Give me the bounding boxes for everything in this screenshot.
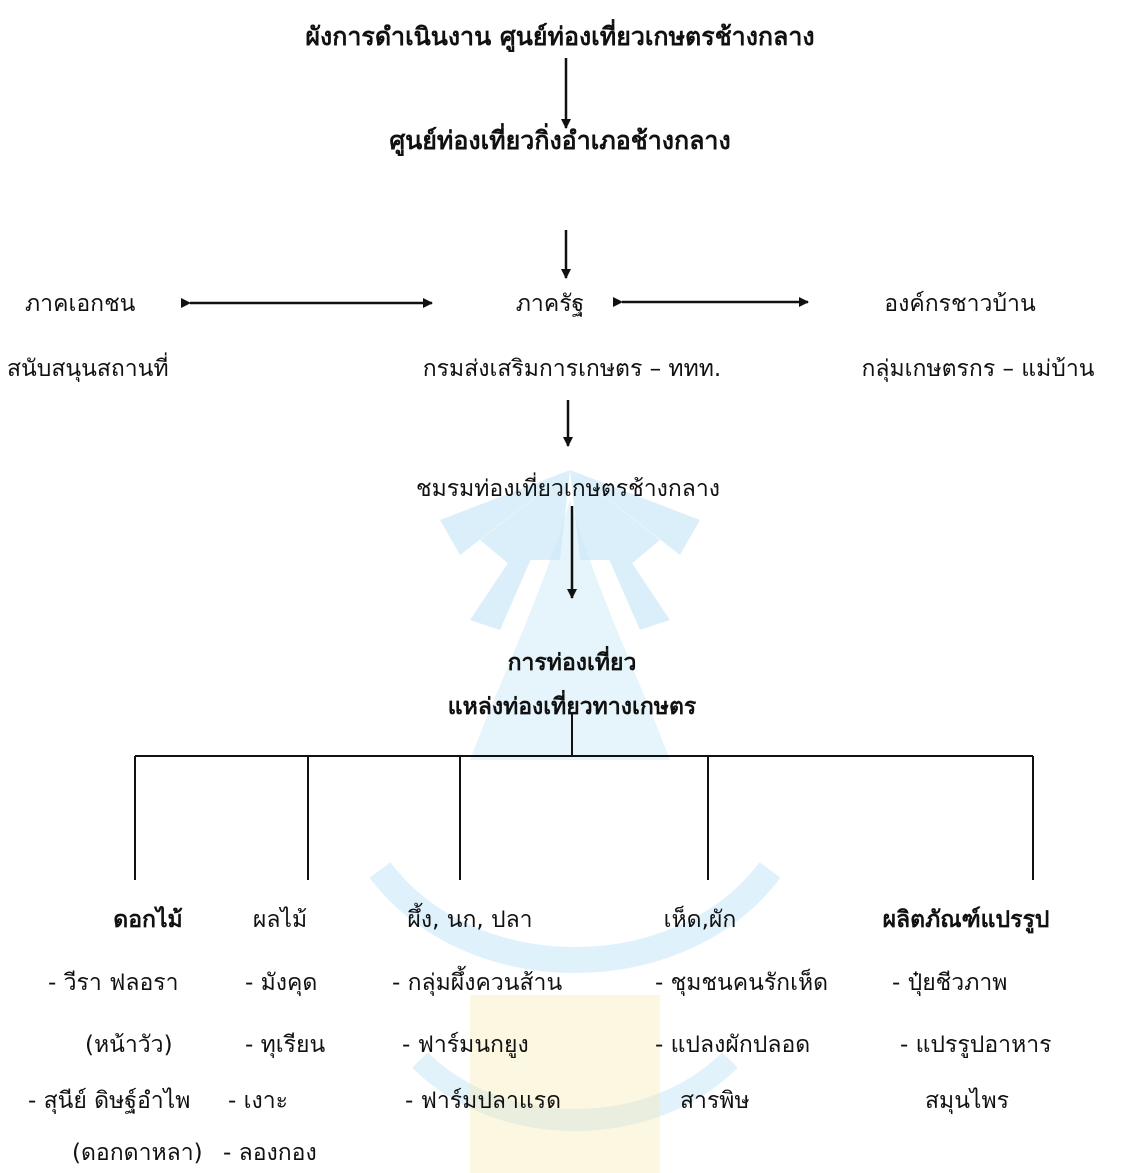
- private-sector-role: สนับสนุนสถานที่: [7, 356, 169, 382]
- category-processed-products: ผลิตภัณฑ์แปรรูป: [882, 907, 1050, 933]
- animals-item: - ฟาร์มนกยูง: [402, 1032, 529, 1058]
- category-mushrooms-vegetables: เห็ด,ผัก: [663, 907, 737, 933]
- fruits-item: - เงาะ: [228, 1088, 288, 1114]
- community-org-role: กลุ่มเกษตรกร – แม่บ้าน: [861, 356, 1095, 382]
- animals-item: - กลุ่มผึ้งควนส้าน: [392, 970, 563, 996]
- fruits-item: - ทุเรียน: [245, 1032, 326, 1058]
- products-item: สมุนไพร: [925, 1088, 1010, 1114]
- fruits-item: - มังคุด: [245, 970, 318, 996]
- government-role: กรมส่งเสริมการเกษตร – ททท.: [422, 356, 722, 382]
- flowers-item: (หน้าวัว): [85, 1032, 173, 1058]
- mushrooms-item: - แปลงผักปลอด: [655, 1032, 811, 1058]
- tourism-title: การท่องเที่ยว: [507, 650, 637, 676]
- category-bees-birds-fish: ผึ้ง, นก, ปลา: [407, 907, 533, 933]
- club-node: ชมรมท่องเที่ยวเกษตรช้างกลาง: [415, 476, 721, 502]
- flowers-item: - สุนีย์ ดิษฐ์อำไพ: [28, 1088, 191, 1114]
- private-sector-label: ภาคเอกชน: [25, 291, 136, 317]
- flowers-item: (ดอกดาหลา): [72, 1140, 203, 1166]
- community-org-label: องค์กรชาวบ้าน: [884, 291, 1036, 317]
- flowers-item: - วีรา ฟลอรา: [48, 970, 179, 996]
- chart-title: ผังการดำเนินงาน ศูนย์ท่องเที่ยวเกษตรช้าง…: [305, 22, 815, 51]
- category-fruits: ผลไม้: [252, 907, 308, 933]
- animals-item: - ฟาร์มปลาแรด: [405, 1088, 562, 1114]
- government-label: ภาครัฐ: [515, 291, 585, 317]
- tourism-subtitle: แหล่งท่องเที่ยวทางเกษตร: [447, 694, 697, 720]
- products-item: - แปรรูปอาหาร: [900, 1032, 1052, 1058]
- center-node: ศูนย์ท่องเที่ยวกิ่งอำเภอช้างกลาง: [389, 126, 731, 155]
- products-item: - ปุ๋ยชีวภาพ: [892, 970, 1008, 996]
- mushrooms-item: สารพิษ: [680, 1088, 750, 1114]
- fruits-item: - ลองกอง: [223, 1140, 317, 1166]
- category-flowers: ดอกไม้: [113, 907, 183, 933]
- mushrooms-item: - ชุมชนคนรักเห็ด: [655, 970, 829, 996]
